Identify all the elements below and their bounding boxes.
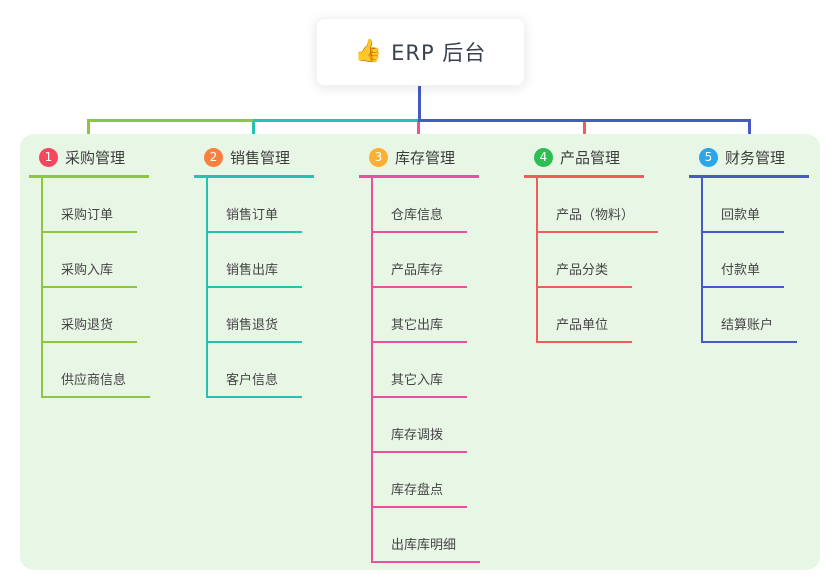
branch-children: 销售订单 销售出库 销售退货 客户信息 [206,178,350,398]
child-label[interactable]: 其它入库 [373,369,468,398]
child-item: 其它出库 [373,288,515,343]
child-item: 结算账户 [703,288,839,343]
badge-5: 5 [699,148,718,167]
child-item: 供应商信息 [43,343,185,398]
badge-1: 1 [39,148,58,167]
connector-bus-right [418,119,751,122]
child-item: 回款单 [703,178,839,233]
branch-children: 仓库信息 产品库存 其它出库 其它入库 库存调拨 库存盘点 出库库明细 [371,178,515,563]
child-label[interactable]: 销售退货 [208,314,303,343]
branch-header-inventory[interactable]: 3 库存管理 [359,144,479,178]
child-label[interactable]: 库存调拨 [373,424,468,453]
child-label[interactable]: 产品库存 [373,259,468,288]
child-label[interactable]: 产品分类 [538,259,633,288]
child-item: 付款单 [703,233,839,288]
child-item: 销售出库 [208,233,350,288]
child-item: 产品分类 [538,233,680,288]
child-label[interactable]: 供应商信息 [43,369,151,398]
badge-2: 2 [204,148,223,167]
branch-product: 4 产品管理 产品（物料） 产品分类 产品单位 [524,144,680,343]
child-item: 产品单位 [538,288,680,343]
child-label[interactable]: 其它出库 [373,314,468,343]
child-item: 采购入库 [43,233,185,288]
connector-bus-left [87,119,253,122]
connector-bus-mid [253,119,418,122]
child-item: 库存调拨 [373,398,515,453]
branch-finance: 5 财务管理 回款单 付款单 结算账户 [689,144,839,343]
branch-title: 采购管理 [65,149,126,167]
child-label[interactable]: 库存盘点 [373,479,468,508]
child-item: 其它入库 [373,343,515,398]
badge-3: 3 [369,148,388,167]
branch-purchase: 1 采购管理 采购订单 采购入库 采购退货 供应商信息 [29,144,185,398]
child-item: 采购退货 [43,288,185,343]
child-item: 销售订单 [208,178,350,233]
branch-children: 产品（物料） 产品分类 产品单位 [536,178,680,343]
child-label[interactable]: 产品（物料） [538,204,659,233]
child-item: 采购订单 [43,178,185,233]
child-label[interactable]: 采购订单 [43,204,138,233]
child-item: 销售退货 [208,288,350,343]
branch-inventory: 3 库存管理 仓库信息 产品库存 其它出库 其它入库 库存调拨 库存盘点 出库库… [359,144,515,563]
branch-title: 财务管理 [725,149,786,167]
child-item: 库存盘点 [373,453,515,508]
branch-title: 销售管理 [230,149,291,167]
branch-header-finance[interactable]: 5 财务管理 [689,144,809,178]
child-label[interactable]: 销售出库 [208,259,303,288]
branch-header-purchase[interactable]: 1 采购管理 [29,144,149,178]
child-item: 产品（物料） [538,178,680,233]
child-label[interactable]: 采购入库 [43,259,138,288]
connector-root-drop [418,84,421,121]
child-item: 产品库存 [373,233,515,288]
child-label[interactable]: 回款单 [703,204,785,233]
branch-title: 产品管理 [560,149,621,167]
child-label[interactable]: 产品单位 [538,314,633,343]
child-label[interactable]: 销售订单 [208,204,303,233]
child-label[interactable]: 结算账户 [703,314,798,343]
root-label: ERP 后台 [391,41,487,65]
branch-header-sales[interactable]: 2 销售管理 [194,144,314,178]
child-label[interactable]: 付款单 [703,259,785,288]
branch-sales: 2 销售管理 销售订单 销售出库 销售退货 客户信息 [194,144,350,398]
child-label[interactable]: 客户信息 [208,369,303,398]
child-label[interactable]: 出库库明细 [373,534,481,563]
root-node[interactable]: 👍 ERP 后台 [316,18,525,86]
modules-panel [20,134,820,570]
branch-header-product[interactable]: 4 产品管理 [524,144,644,178]
child-item: 客户信息 [208,343,350,398]
child-label[interactable]: 仓库信息 [373,204,468,233]
thumbs-up-icon: 👍 [354,39,383,64]
child-label[interactable]: 采购退货 [43,314,138,343]
branch-children: 采购订单 采购入库 采购退货 供应商信息 [41,178,185,398]
branch-children: 回款单 付款单 结算账户 [701,178,839,343]
child-item: 仓库信息 [373,178,515,233]
child-item: 出库库明细 [373,508,515,563]
badge-4: 4 [534,148,553,167]
branch-title: 库存管理 [395,149,456,167]
